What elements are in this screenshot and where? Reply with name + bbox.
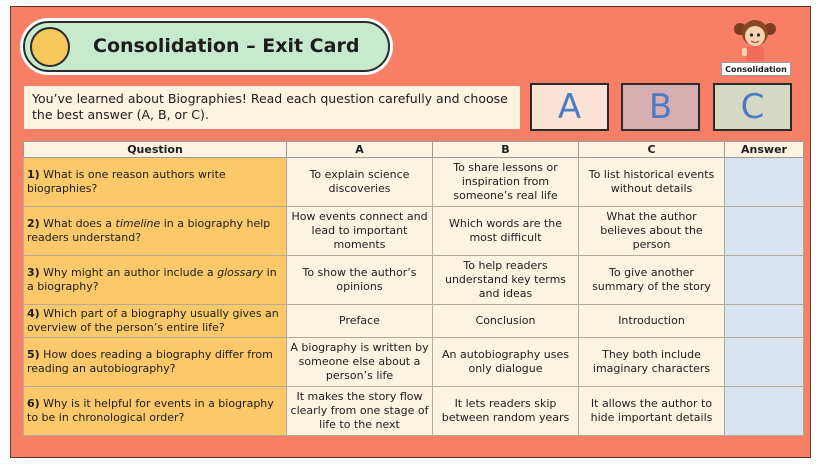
option-c-cell: They both include imaginary characters <box>578 336 725 387</box>
question-cell: 3) Why might an author include a glossar… <box>23 254 287 305</box>
column-header-question: Question <box>23 141 287 158</box>
question-number: 3) <box>27 265 40 279</box>
option-a-cell: It makes the story flow clearly from one… <box>286 385 433 437</box>
question-cell: 1) What is one reason authors write biog… <box>23 157 287 207</box>
option-a-cell: How events connect and lead to important… <box>286 205 433 256</box>
table-row: 4) Which part of a biography usually giv… <box>23 303 804 338</box>
question-text: What does a <box>39 216 116 230</box>
consolidation-badge: Consolidation <box>721 62 791 76</box>
option-c-cell: Introduction <box>578 303 725 338</box>
exit-card-table: Question A B C Answer 1) What is one rea… <box>23 141 804 437</box>
answer-cell[interactable] <box>724 385 804 437</box>
table-row: 6) Why is it helpful for events in a bio… <box>23 385 804 437</box>
page-title: Consolidation – Exit Card <box>93 35 360 57</box>
title-circle-decoration <box>30 27 70 67</box>
option-b-cell: To help readers understand key terms and… <box>432 254 579 305</box>
choice-c-card: C <box>713 83 792 131</box>
mascot-girl-icon <box>734 20 776 61</box>
answer-cell[interactable] <box>724 254 804 305</box>
question-number: 4) <box>27 306 40 320</box>
option-b-cell: Conclusion <box>432 303 579 338</box>
column-header-b: B <box>432 141 579 158</box>
column-header-answer: Answer <box>724 141 804 158</box>
column-header-a: A <box>286 141 433 158</box>
option-a-cell: A biography is written by someone else a… <box>286 336 433 387</box>
answer-cell[interactable] <box>724 205 804 256</box>
option-b-cell: Which words are the most difficult <box>432 205 579 256</box>
answer-cell[interactable] <box>724 157 804 207</box>
table-header-row: Question A B C Answer <box>23 141 804 158</box>
choice-b-card: B <box>621 83 700 131</box>
question-text: Why is it helpful for events in a biogra… <box>27 396 274 424</box>
question-term: timeline <box>115 216 161 230</box>
option-a-cell: To show the author’s opinions <box>286 254 433 305</box>
question-cell: 6) Why is it helpful for events in a bio… <box>23 385 287 437</box>
question-term: glossary <box>217 265 264 279</box>
option-b-cell: To share lessons or inspiration from som… <box>432 157 579 207</box>
instructions-text: You’ve learned about Biographies! Read e… <box>24 86 520 129</box>
choice-a-card: A <box>530 83 609 131</box>
question-text: Why might an author include a <box>39 265 218 279</box>
question-number: 2) <box>27 216 40 230</box>
question-text: How does reading a biography differ from… <box>27 347 273 375</box>
answer-cell[interactable] <box>724 303 804 338</box>
table-row: 3) Why might an author include a glossar… <box>23 254 804 305</box>
question-text: What is one reason authors write biograp… <box>27 167 226 195</box>
question-text-end: in a biography help readers understand? <box>27 216 271 244</box>
option-b-cell: It lets readers skip between random year… <box>432 385 579 437</box>
table-row: 2) What does a timeline in a biography h… <box>23 205 804 256</box>
title-banner: Consolidation – Exit Card <box>23 21 390 72</box>
question-number: 6) <box>27 396 40 410</box>
answer-cell[interactable] <box>724 336 804 387</box>
question-text-end: in a biography? <box>27 265 277 293</box>
question-cell: 5) How does reading a biography differ f… <box>23 336 287 387</box>
option-a-cell: Preface <box>286 303 433 338</box>
table-row: 5) How does reading a biography differ f… <box>23 336 804 387</box>
question-number: 1) <box>27 167 40 181</box>
option-c-cell: What the author believes about the perso… <box>578 205 725 256</box>
option-c-cell: It allows the author to hide important d… <box>578 385 725 437</box>
option-b-cell: An autobiography uses only dialogue <box>432 336 579 387</box>
question-cell: 2) What does a timeline in a biography h… <box>23 205 287 256</box>
option-c-cell: To give another summary of the story <box>578 254 725 305</box>
option-a-cell: To explain science discoveries <box>286 157 433 207</box>
column-header-c: C <box>578 141 725 158</box>
table-row: 1) What is one reason authors write biog… <box>23 157 804 207</box>
question-cell: 4) Which part of a biography usually giv… <box>23 303 287 338</box>
option-c-cell: To list historical events without detail… <box>578 157 725 207</box>
question-number: 5) <box>27 347 40 361</box>
question-text: Which part of a biography usually gives … <box>27 306 279 334</box>
